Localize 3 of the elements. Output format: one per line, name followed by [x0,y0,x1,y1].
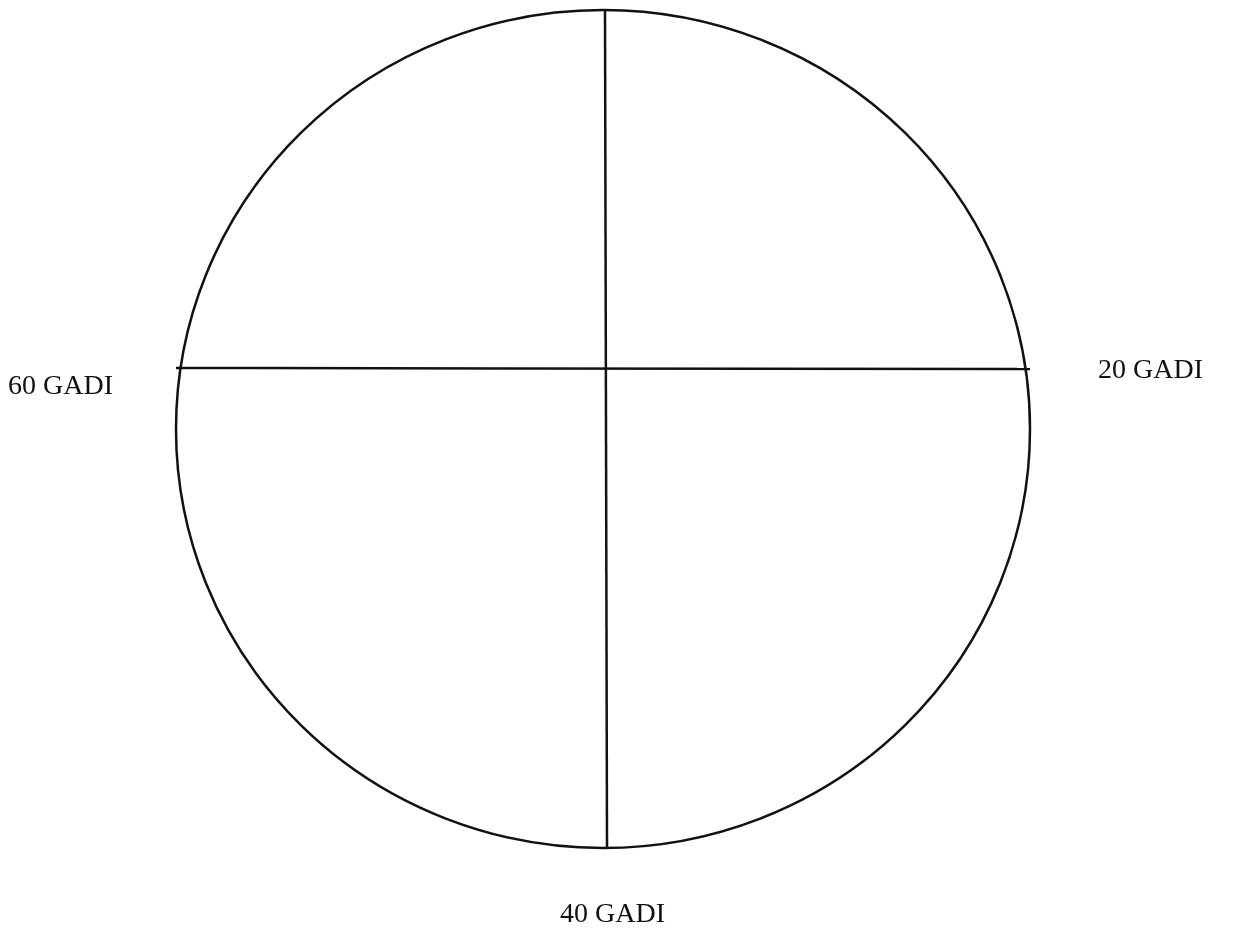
degree-label: 40 GADI [560,898,665,929]
degree-label: 60 GADI [8,370,113,401]
degree-label: 20 GADI [1098,354,1203,385]
